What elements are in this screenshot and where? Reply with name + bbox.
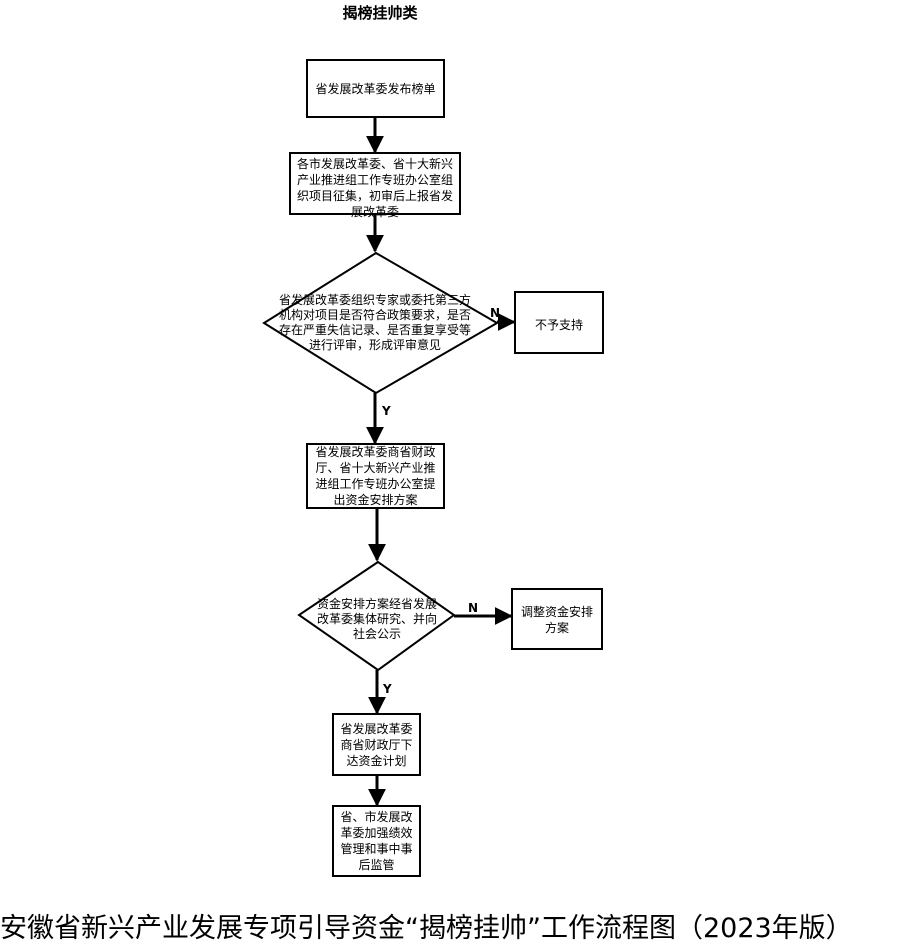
- process-text-project-collection: 各市发展改革委、省十大新兴产业推进组工作专班办公室组织项目征集，初审后上报省发展…: [296, 157, 453, 219]
- process-box-funding-plan: 省发展改革委商省财政厅、省十大新兴产业推进组工作专班办公室提出资金安排方案: [306, 443, 445, 509]
- process-text-adjust-plan: 调整资金安排方案: [520, 605, 593, 635]
- process-text-no-support: 不予支持: [534, 318, 583, 332]
- process-box-supervision: 省、市发展改革委加强绩效管理和事中事后监管: [332, 805, 421, 877]
- decision-text-collective-review: 资金安排方案经省发展改革委集体研究、并向社会公示: [316, 597, 437, 641]
- diagram-title: 揭榜挂帅类: [342, 4, 418, 22]
- process-text-funding-plan: 省发展改革委商省财政厅、省十大新兴产业推进组工作专班办公室提出资金安排方案: [315, 445, 436, 507]
- edge-label-d2-no: N: [468, 601, 479, 615]
- process-text-supervision: 省、市发展改革委加强绩效管理和事中事后监管: [340, 810, 413, 872]
- edge-label-d1-yes: Y: [382, 404, 391, 418]
- process-box-no-support: 不予支持: [514, 291, 604, 354]
- figure-caption: 安徽省新兴产业发展专项引导资金“揭榜挂帅”工作流程图（2023年版）: [0, 913, 853, 944]
- edge-label-d2-yes: Y: [383, 682, 392, 696]
- process-box-project-collection: 各市发展改革委、省十大新兴产业推进组工作专班办公室组织项目征集，初审后上报省发展…: [289, 152, 461, 219]
- process-box-issue-funding: 省发展改革委商省财政厅下达资金计划: [332, 713, 421, 776]
- process-text-issue-funding: 省发展改革委商省财政厅下达资金计划: [340, 721, 413, 768]
- edge-label-d1-no: N: [490, 306, 501, 320]
- process-text-publish-list: 省发展改革委发布榜单: [315, 81, 436, 96]
- process-box-publish-list: 省发展改革委发布榜单: [306, 59, 445, 118]
- process-box-adjust-plan: 调整资金安排方案: [511, 588, 603, 650]
- decision-text-expert-review: 省发展改革委组织专家或委托第三方机构对项目是否符合政策要求，是否存在严重失信记录…: [278, 293, 471, 352]
